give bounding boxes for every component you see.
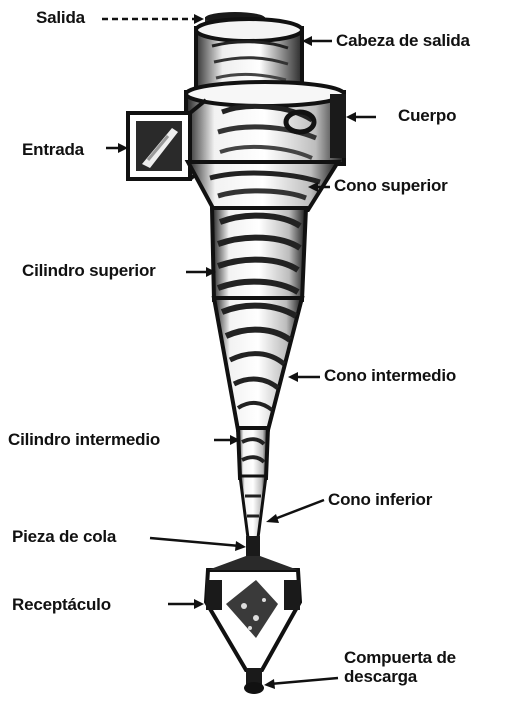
- label-pieza-de-cola: Pieza de cola: [12, 527, 116, 546]
- label-salida: Salida: [36, 8, 85, 27]
- label-cuerpo: Cuerpo: [398, 106, 456, 125]
- label-entrada: Entrada: [22, 140, 84, 159]
- label-compuerta-de-descarga: Compuerta de descarga: [344, 648, 494, 686]
- label-receptaculo: Receptáculo: [12, 595, 111, 614]
- label-cono-superior: Cono superior: [334, 176, 448, 195]
- label-cabeza-de-salida: Cabeza de salida: [336, 31, 470, 50]
- label-cono-inferior: Cono inferior: [328, 490, 432, 509]
- label-cilindro-superior: Cilindro superior: [22, 261, 156, 280]
- intermediate-cylinder: [238, 428, 268, 478]
- label-cono-intermedio: Cono intermedio: [324, 366, 456, 385]
- body-cylinder: [186, 82, 346, 164]
- tail-piece: [246, 536, 260, 558]
- lower-cone: [240, 476, 266, 538]
- receptacle: [206, 556, 300, 670]
- discharge-gate: [244, 668, 264, 694]
- label-cilindro-intermedio: Cilindro intermedio: [8, 430, 160, 449]
- intermediate-cone: [214, 298, 302, 430]
- upper-cylinder: [212, 208, 306, 300]
